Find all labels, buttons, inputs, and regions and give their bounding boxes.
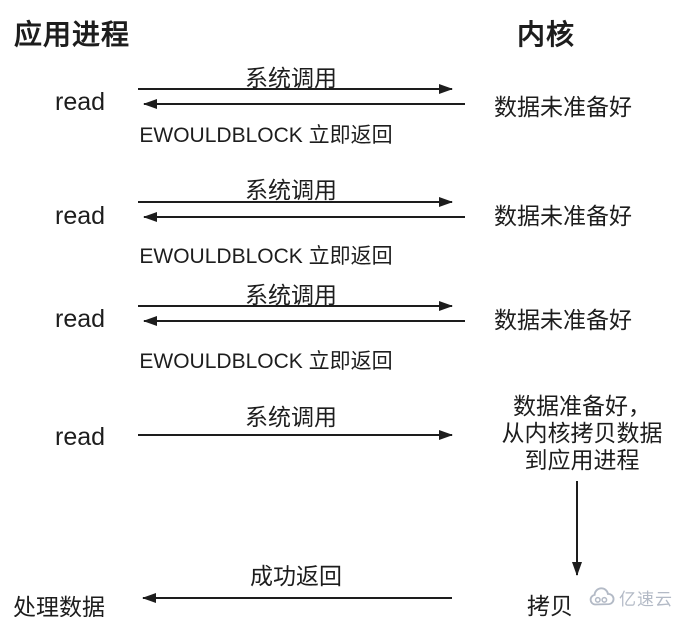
read-call-label: read [55, 305, 106, 333]
data-ready-line-1: 数据准备好， [513, 393, 651, 419]
data-ready-line-3: 到应用进程 [524, 447, 640, 473]
kernel-status: 数据未准备好 [494, 203, 632, 229]
ewouldblock-label: EWOULDBLOCK 立即返回 [139, 350, 393, 373]
read-call-label: read [55, 88, 106, 116]
watermark-brand: 亿速云 [619, 590, 673, 609]
cloud-logo-icon [588, 587, 616, 608]
success-return-label: 成功返回 [250, 563, 342, 589]
ewouldblock-label: EWOULDBLOCK 立即返回 [139, 245, 393, 268]
process-data-label: 处理数据 [13, 594, 105, 617]
syscall-label: 系统调用 [245, 177, 337, 203]
ewouldblock-label: EWOULDBLOCK 立即返回 [139, 124, 393, 147]
kernel-header: 内核 [517, 19, 576, 50]
syscall-label: 系统调用 [245, 65, 337, 91]
syscall-label: 系统调用 [245, 404, 337, 430]
data-ready-line-2: 从内核拷贝数据 [501, 420, 663, 446]
syscall-label: 系统调用 [245, 282, 337, 308]
read-call-label: read [55, 423, 106, 451]
kernel-status: 数据未准备好 [494, 94, 632, 120]
copy-label: 拷贝 [527, 593, 573, 617]
kernel-status: 数据未准备好 [494, 307, 632, 333]
app-process-header: 应用进程 [14, 19, 131, 50]
data-ready-status: 数据准备好， 从内核拷贝数据 到应用进程 [502, 393, 663, 474]
watermark: 亿速云 [588, 585, 673, 610]
read-call-label: read [55, 202, 106, 230]
